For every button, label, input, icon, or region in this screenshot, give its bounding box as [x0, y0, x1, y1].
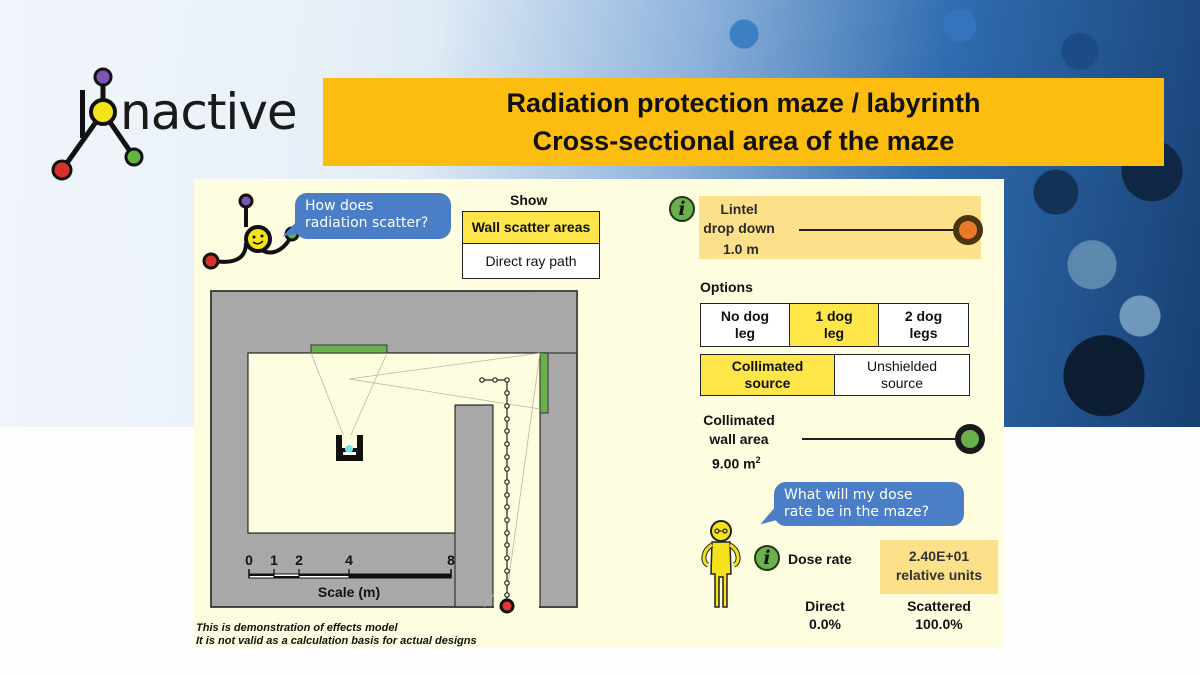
cwa-value-unit-sup: 2 [755, 455, 761, 465]
lintel-info-icon[interactable]: i [669, 196, 695, 222]
radiation-source-icon [336, 435, 363, 461]
person-bubble-line-1: What will my dose [784, 487, 913, 503]
scale-tick-2: 2 [295, 552, 303, 568]
detector-path [479, 377, 510, 606]
one-dog-leg-line-1: 1 dog [815, 308, 853, 324]
unshielded-source-line-1: Unshielded [866, 358, 938, 374]
direct-label: Direct [805, 598, 845, 614]
cwa-slider-track[interactable] [802, 438, 962, 440]
scale-label: Scale (m) [317, 584, 381, 600]
scattered-value: 100.0% [915, 616, 963, 632]
dose-rate-value: 2.40E+01 [908, 548, 970, 564]
lintel-label-line-2: drop down [703, 220, 775, 236]
logo-text: nactive [120, 83, 298, 141]
scale-tick-8: 8 [447, 552, 455, 568]
dose-rate-unit: relative units [895, 567, 983, 583]
scale-tick-4: 4 [345, 552, 353, 568]
collimated-wall-area-label: Collimated wall area [694, 411, 784, 449]
unshielded-source-line-2: source [880, 375, 924, 391]
lintel-label-line-1: Lintel [720, 201, 758, 217]
maze-partition-wall [454, 404, 494, 608]
title-line-1: Radiation protection maze / labyrinth [506, 88, 981, 118]
direct-stat: Direct 0.0% [794, 597, 856, 633]
dose-rate-info-icon[interactable]: i [754, 545, 780, 571]
show-label: Show [510, 192, 548, 208]
collimated-wall-area-value: 9.00 m2 [712, 455, 761, 472]
ionactive-logo: nactive [50, 65, 320, 185]
person-icon [701, 520, 741, 608]
scale-tick-1: 1 [270, 552, 278, 568]
cwa-label-line-1: Collimated [703, 412, 775, 428]
mascot-bubble-line-2: radiation scatter? [305, 215, 429, 231]
cwa-label-line-2: wall area [709, 431, 769, 447]
title-banner: Radiation protection maze / labyrinth Cr… [323, 78, 1164, 166]
lintel-label: Lintel drop down [699, 200, 779, 238]
one-dog-leg-line-2: leg [823, 325, 845, 341]
scale-tick-0: 0 [245, 552, 253, 568]
lintel-slider-box: Lintel drop down 1.0 m [699, 196, 983, 259]
disclaimer-line-1: This is demonstration of effects model [196, 622, 398, 634]
disclaimer-line-2: It is not valid as a calculation basis f… [196, 635, 477, 647]
detector-handle[interactable] [499, 598, 515, 614]
mascot-speech-bubble[interactable]: How does radiation scatter? [295, 193, 451, 239]
direct-ray-path-button[interactable]: Direct ray path [462, 243, 600, 279]
scattered-stat: Scattered 100.0% [894, 597, 984, 633]
cwa-value-number: 9.00 m [712, 455, 756, 472]
wall-scatter-areas-button[interactable]: Wall scatter areas [462, 211, 600, 244]
dose-rate-label: Dose rate [788, 551, 852, 567]
lintel-value: 1.0 m [723, 241, 759, 257]
logo-molecule-icon [51, 67, 144, 181]
no-dog-leg-line-2: leg [734, 325, 756, 341]
mascot-bubble-line-1: How does [305, 198, 374, 214]
title-line-2: Cross-sectional area of the maze [532, 126, 955, 156]
disclaimer: This is demonstration of effects model I… [196, 622, 477, 648]
person-speech-bubble[interactable]: What will my dose rate be in the maze? [774, 482, 964, 526]
options-label: Options [700, 279, 753, 295]
collimated-source-line-2: source [744, 375, 791, 391]
two-dog-legs-line-2: legs [909, 325, 938, 341]
dose-rate-value-box: 2.40E+01 relative units [880, 540, 998, 594]
no-dog-leg-line-1: No dog [720, 308, 770, 324]
lintel-slider-knob[interactable] [953, 215, 983, 245]
two-dog-legs-line-1: 2 dog [904, 308, 943, 324]
direct-value: 0.0% [809, 616, 841, 632]
maze-diagram [202, 193, 741, 614]
collimated-source-line-1: Collimated [731, 358, 804, 374]
scattered-label: Scattered [907, 598, 971, 614]
lintel-slider-track[interactable] [799, 229, 964, 231]
person-bubble-line-2: rate be in the maze? [784, 504, 930, 520]
scale-bar [248, 569, 452, 579]
wall-scatter-area-right [539, 352, 549, 414]
simulation-panel: 0 1 2 4 8 Scale (m) How does radiation s… [194, 179, 1004, 647]
wall-scatter-area-top [310, 344, 388, 354]
cwa-slider-knob[interactable] [955, 424, 985, 454]
